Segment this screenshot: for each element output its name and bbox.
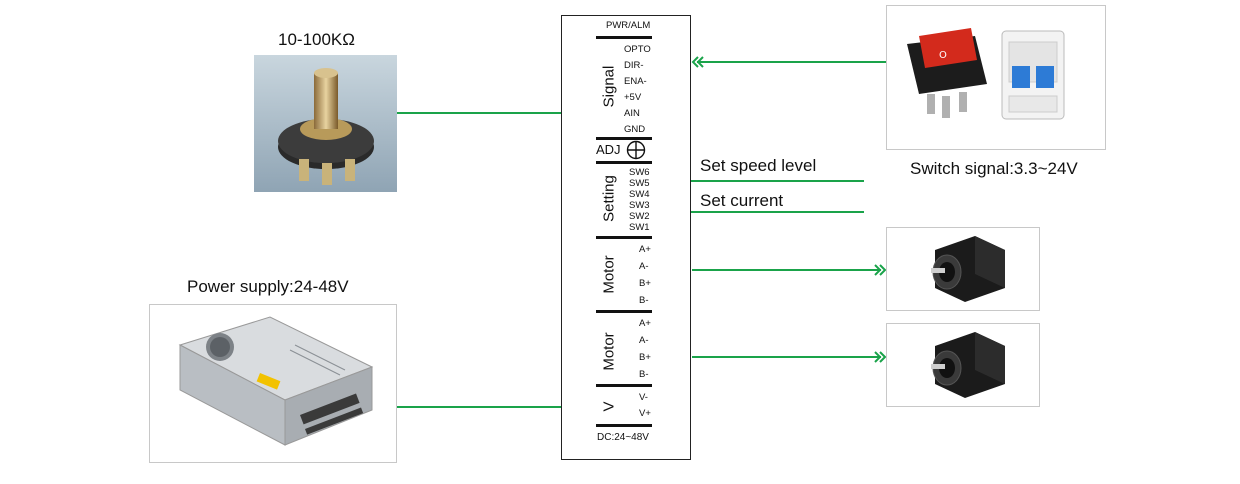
separator-power (596, 424, 652, 427)
setting-group-title: Setting (600, 175, 618, 222)
adj-label: ADJ (596, 142, 621, 157)
switch-sw6: SW6 (629, 167, 650, 178)
separator-setting (596, 236, 652, 239)
switch-sw1: SW1 (629, 222, 650, 233)
motor-1-image (931, 236, 1005, 302)
motor-1-pin-b-minus: B- (639, 295, 649, 306)
dc-voltage-label: DC:24~48V (597, 432, 649, 443)
power-group-title: V (600, 401, 618, 412)
power-pin-v-minus: V- (639, 392, 648, 403)
motor-2-frame (886, 323, 1040, 407)
potentiometer-caption: 10-100KΩ (278, 30, 355, 49)
pin-opto: OPTO (624, 44, 651, 55)
set-speed-label: Set speed level (700, 156, 817, 175)
separator-motor-2 (596, 384, 652, 387)
set-current-label: Set current (700, 191, 784, 210)
separator-top (596, 36, 652, 39)
motor-2-image (931, 332, 1005, 398)
power-supply-frame (149, 304, 397, 463)
switch-sw2: SW2 (629, 211, 650, 222)
power-supply-image (178, 316, 374, 446)
svg-text:O: O (939, 50, 947, 61)
switch-sw3: SW3 (629, 200, 650, 211)
pin-ain: AIN (624, 108, 640, 119)
separator-signal (596, 137, 652, 140)
motor-1-frame (886, 227, 1040, 311)
motor-2-pin-b-plus: B+ (639, 352, 651, 363)
pin-dir: DIR- (624, 60, 644, 71)
switch-caption: Switch signal:3.3~24V (910, 159, 1078, 178)
pin-gnd: GND (624, 124, 646, 135)
pin-5v: +5V (624, 92, 642, 103)
pin-ena: ENA- (624, 76, 647, 87)
motor-1-pin-a-minus: A- (639, 261, 649, 272)
separator-motor-1 (596, 310, 652, 313)
switch-sw4: SW4 (629, 189, 650, 200)
power-supply-caption: Power supply:24-48V (187, 277, 349, 296)
motor-2-pin-a-minus: A- (639, 335, 649, 346)
adj-knob-icon (626, 140, 646, 160)
motor-2-pin-b-minus: B- (639, 369, 649, 380)
switch-sw5: SW5 (629, 178, 650, 189)
switch-frame: O (886, 5, 1106, 150)
motor-1-group-title: Motor (600, 255, 618, 294)
motor-1-pin-a-plus: A+ (639, 244, 651, 255)
separator-adj (596, 161, 652, 164)
motor-1-pin-b-plus: B+ (639, 278, 651, 289)
switch-image: O (907, 28, 1065, 120)
potentiometer-image (254, 55, 397, 192)
power-pin-v-plus: V+ (639, 408, 651, 419)
motor-2-pin-a-plus: A+ (639, 318, 651, 329)
pwr-alm-label: PWR/ALM (606, 20, 651, 31)
signal-group-title: Signal (600, 65, 618, 108)
